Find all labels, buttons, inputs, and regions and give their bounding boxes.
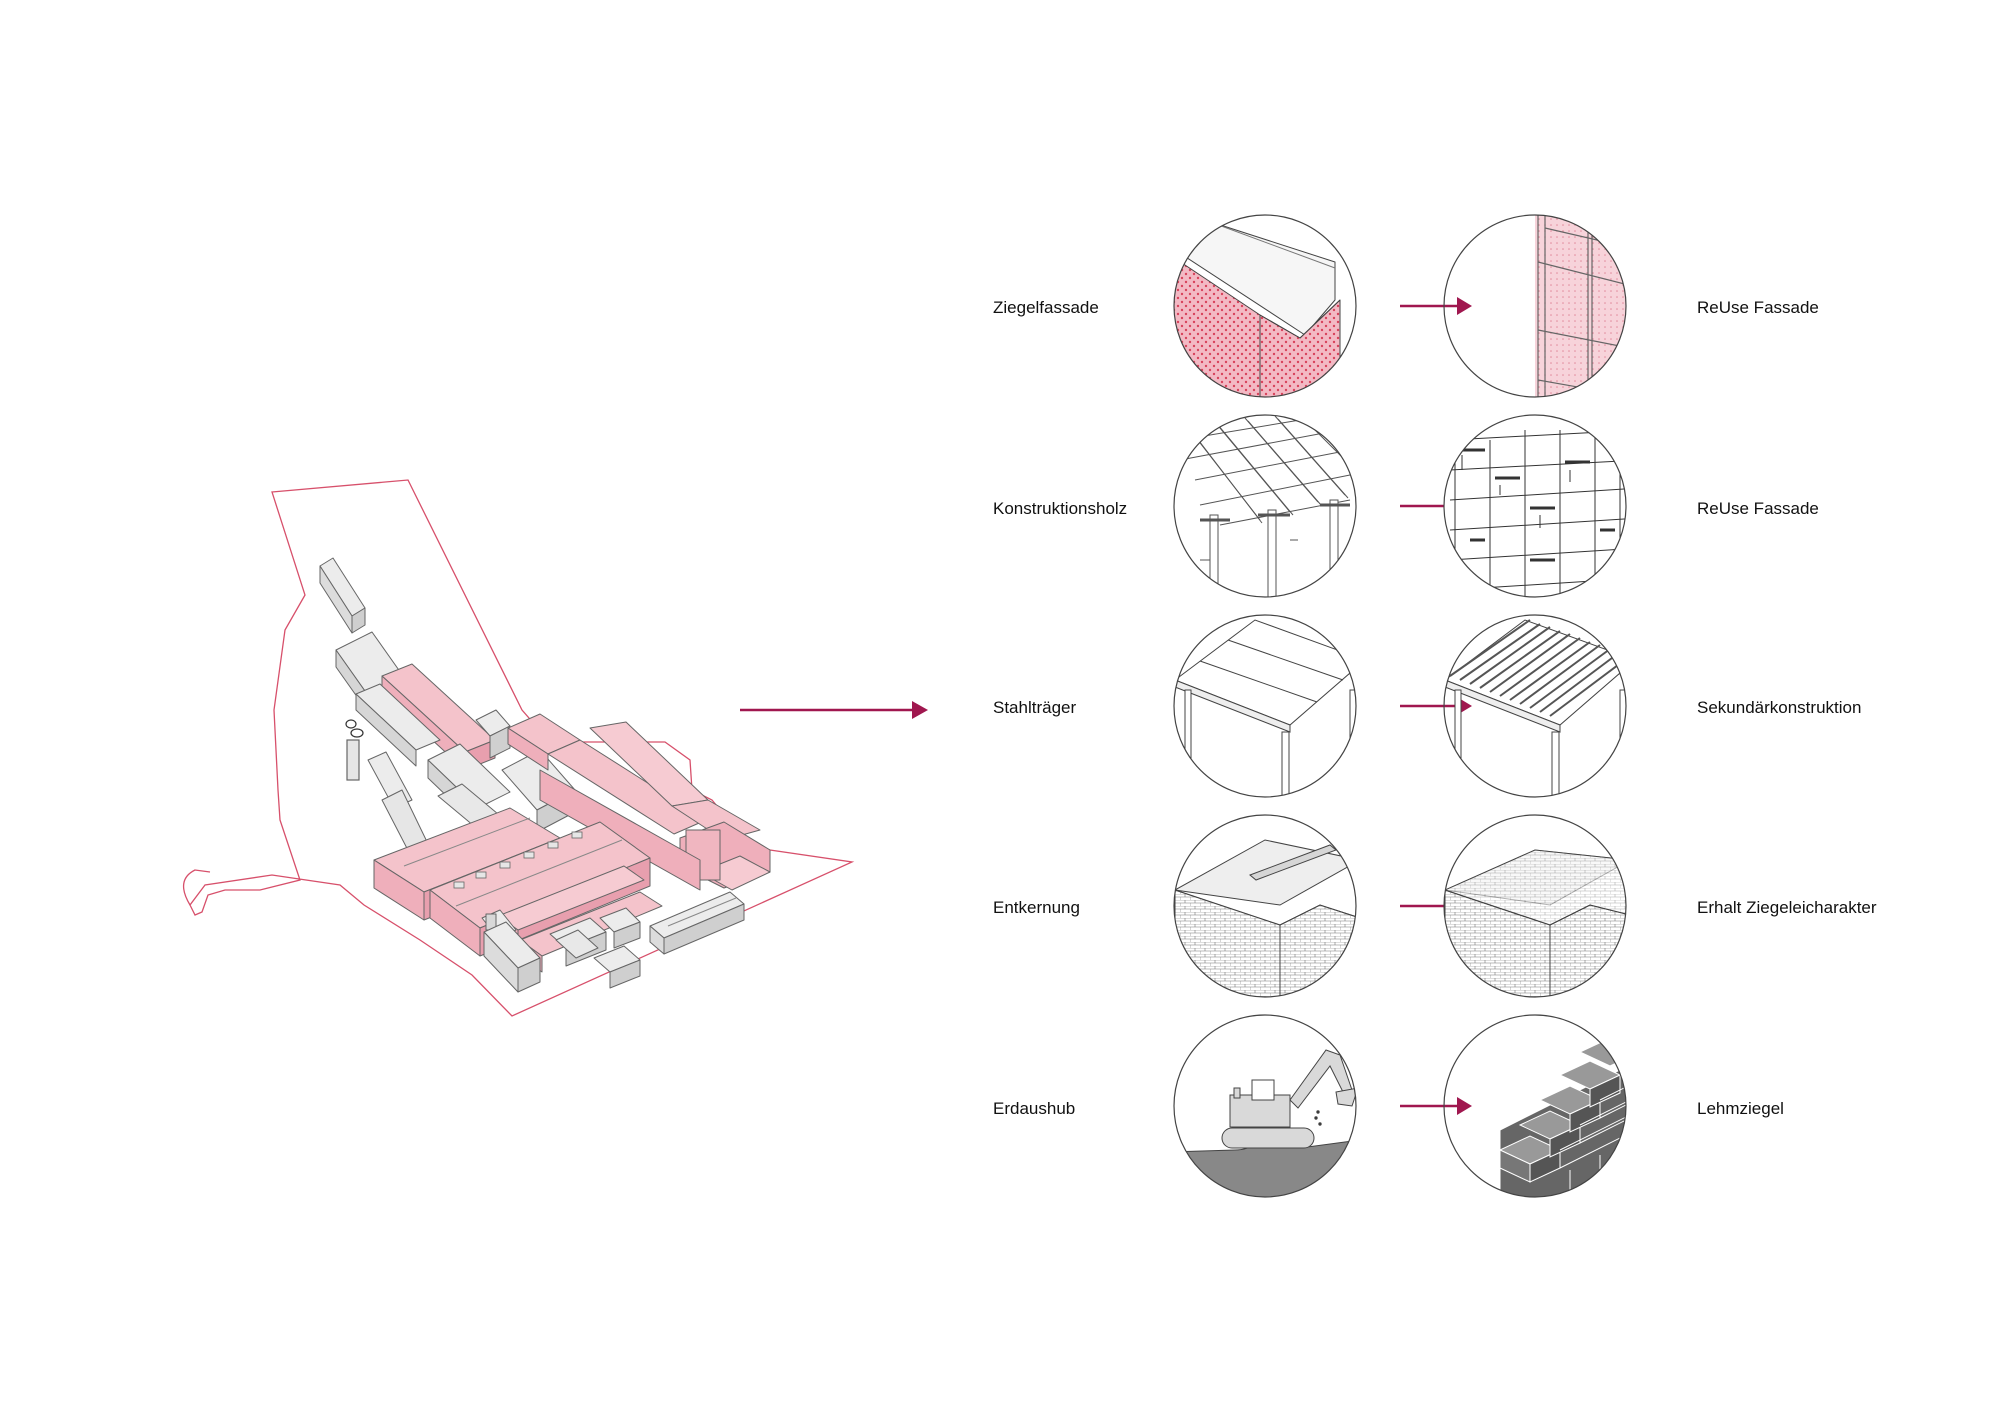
building-reuse [507, 713, 771, 891]
source-label-stahltraeger: Stahlträger [993, 698, 1077, 717]
site-boundary [189, 479, 855, 1017]
source-label-entkernung: Entkernung [993, 898, 1080, 917]
timber-frame-icon [1173, 414, 1357, 598]
target-label-reuse-fassade-2: ReUse Fassade [1697, 499, 1819, 518]
source-label-ziegelfassade: Ziegelfassade [993, 298, 1099, 317]
target-label-reuse-fassade: ReUse Fassade [1697, 298, 1819, 317]
brick-volume-icon [1443, 814, 1627, 998]
facade-grid-icon [1443, 214, 1627, 398]
building-grey [355, 683, 441, 767]
source-label-konstruktionsholz: Konstruktionsholz [993, 499, 1128, 518]
target-label-sekundaerkonstruktion: Sekundärkonstruktion [1697, 698, 1862, 717]
building-grey [481, 891, 745, 993]
chimney [345, 719, 364, 781]
secondary-structure-icon [1443, 614, 1627, 798]
brick-hall-icon [1173, 214, 1357, 398]
site-axonometry [183, 479, 855, 1017]
steel-roof-icon [1173, 614, 1357, 798]
target-label-erhalt-ziegeleicharakter: Erhalt Ziegeleicharakter [1697, 898, 1877, 917]
building-grey [319, 557, 366, 634]
gutted-hall-icon [1173, 814, 1357, 998]
roof-vents [453, 831, 583, 889]
clay-brick-stack-icon [1443, 1014, 1627, 1198]
building-grey [475, 709, 511, 759]
source-label-erdaushub: Erdaushub [993, 1099, 1076, 1118]
main-arrow [740, 701, 928, 719]
target-label-lehmziegel: Lehmziegel [1697, 1099, 1784, 1118]
excavator-icon [1173, 1014, 1357, 1198]
timber-shelving-icon [1443, 414, 1627, 598]
